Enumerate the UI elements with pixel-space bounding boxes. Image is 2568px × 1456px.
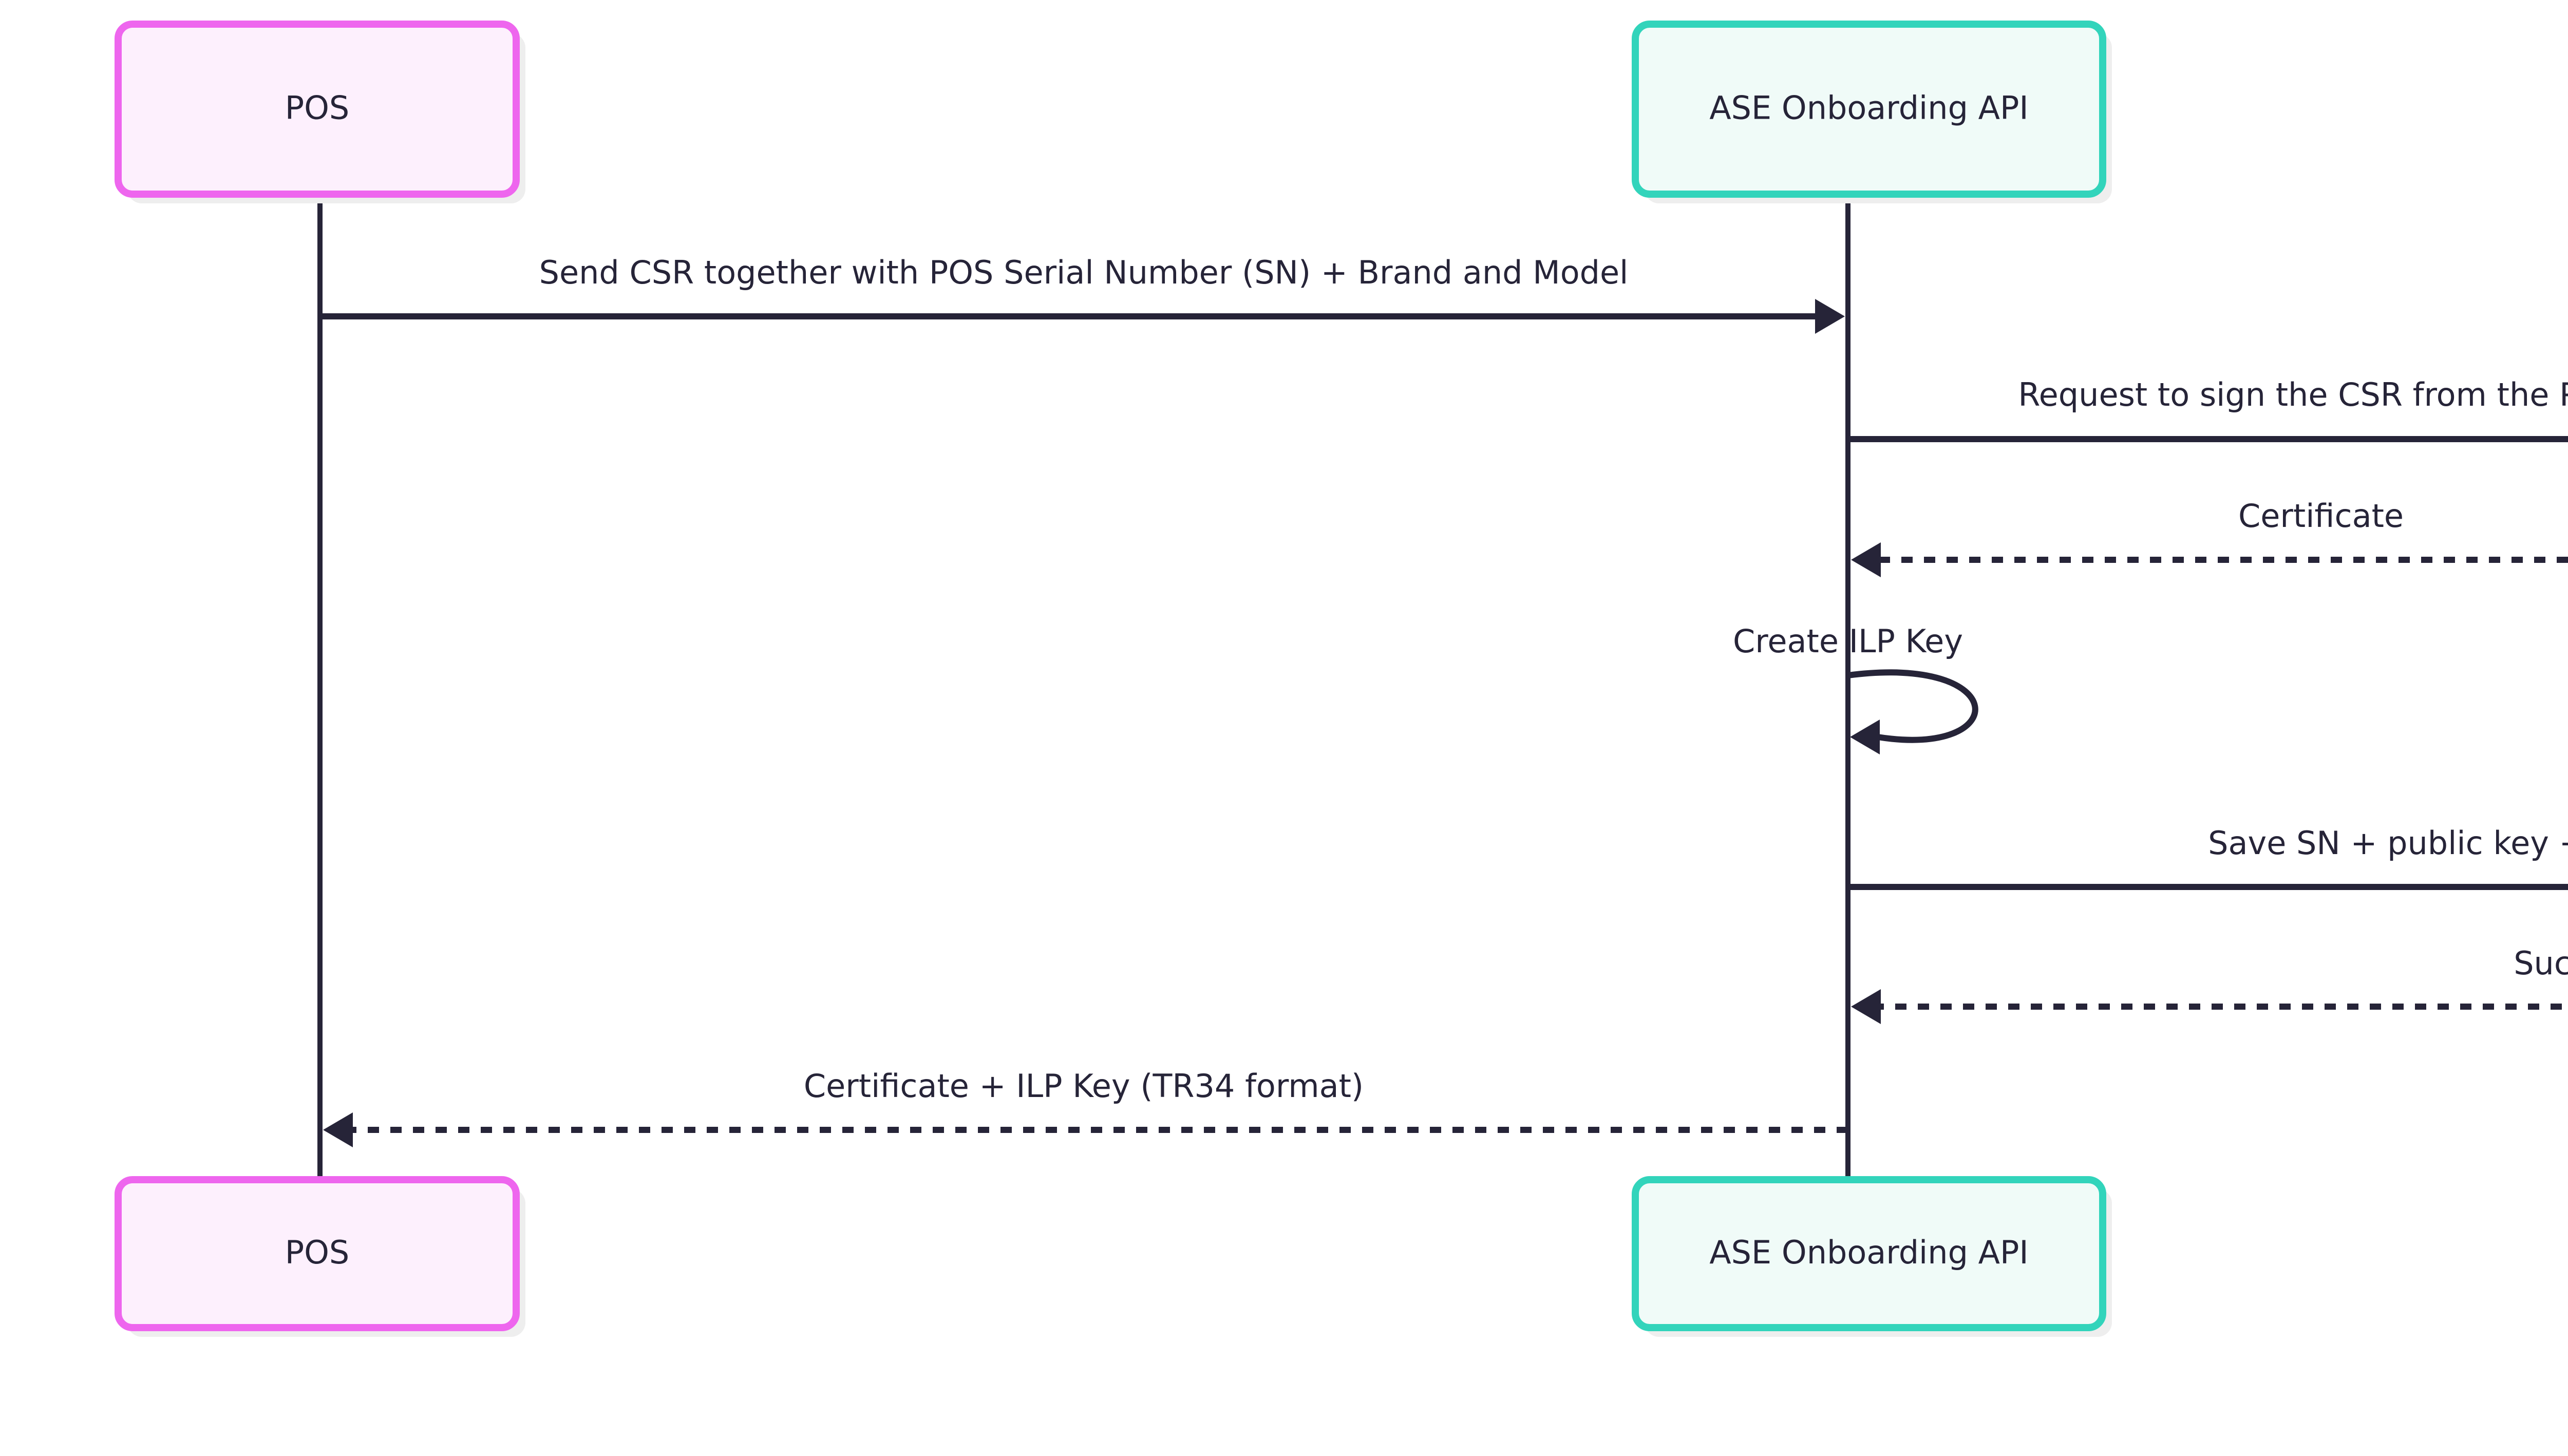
arrow-head-6 [323,1112,353,1147]
message-5[interactable]: Success [1851,944,2568,1024]
participant-label: POS [285,1234,350,1271]
message-label: Send CSR together with POS Serial Number… [539,254,1629,291]
messages-layer: Send CSR together with POS Serial Number… [320,254,2568,1147]
message-label: Success [2514,944,2568,982]
arrow-head-3 [1850,720,1880,754]
participant-box[interactable] [1632,21,2106,198]
message-label: Certificate [2238,497,2404,535]
message-label: Request to sign the CSR from the POS [2018,376,2568,413]
message-label: Certificate + ILP Key (TR34 format) [804,1067,1364,1105]
participant-top-pos[interactable]: POS [115,21,525,203]
lifelines-layer [317,194,1851,1180]
message-label: Save SN + public key + ILP Key (Terminal… [2208,824,2568,862]
message-4[interactable]: Save SN + public key + ILP Key (Terminal… [1848,824,2568,904]
participant-bottom-api[interactable]: ASE Onboarding API [1632,1176,2112,1337]
participant-label: ASE Onboarding API [1709,1234,2028,1271]
message-1[interactable]: Request to sign the CSR from the POS [1848,376,2568,457]
message-3[interactable]: Create ILP Key [1733,622,1978,754]
arrow-head-0 [1815,299,1845,334]
participant-box[interactable] [115,21,520,198]
message-0[interactable]: Send CSR together with POS Serial Number… [320,254,1845,334]
participant-label: POS [285,89,350,127]
arrow-head-2 [1851,542,1881,577]
participant-top-api[interactable]: ASE Onboarding API [1632,21,2112,203]
self-loop-path [1847,669,1978,743]
message-2[interactable]: Certificate [1851,497,2568,577]
message-6[interactable]: Certificate + ILP Key (TR34 format) [323,1067,1848,1147]
participant-bottom-pos[interactable]: POS [115,1176,525,1337]
message-label: Create ILP Key [1733,622,1963,660]
participant-box[interactable] [1632,1176,2106,1331]
participant-box[interactable] [115,1176,520,1331]
participant-label: ASE Onboarding API [1709,89,2028,127]
arrow-head-5 [1851,989,1881,1024]
